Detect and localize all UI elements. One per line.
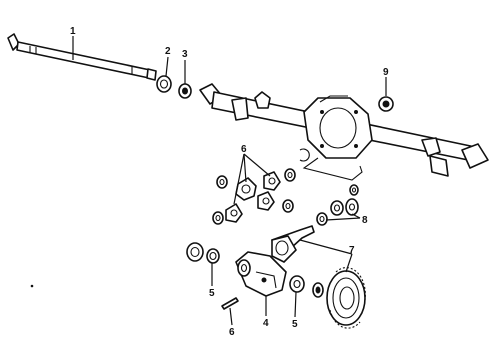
- callout-5-left: 5: [209, 288, 215, 299]
- differential-gear-set: [212, 168, 296, 225]
- callout-5-right: 5: [292, 319, 298, 330]
- carrier-bearing-left: [186, 242, 220, 264]
- pinion-seal: [378, 96, 394, 112]
- lock-ring: [299, 148, 310, 162]
- callout-6-pin: 6: [229, 327, 235, 338]
- axle-shaft: [7, 33, 157, 81]
- callout-1: 1: [70, 26, 76, 37]
- callout-9: 9: [383, 67, 389, 78]
- callout-4: 4: [263, 318, 269, 329]
- axle-seal: [178, 83, 192, 99]
- callout-8: 8: [362, 215, 368, 226]
- callout-3: 3: [182, 49, 188, 60]
- callout-6-gears: 6: [241, 144, 247, 155]
- stray-mark: [30, 284, 34, 288]
- ring-gear: [326, 267, 366, 329]
- callout-2: 2: [165, 46, 171, 57]
- differential-case: [235, 251, 287, 297]
- leader-lines: [72, 36, 387, 326]
- carrier-bearing-right: [289, 275, 324, 298]
- axle-bearing: [156, 75, 172, 93]
- drive-pinion: [271, 225, 315, 263]
- pinion-bearings: [316, 184, 359, 226]
- pinion-bracket: [302, 157, 363, 181]
- axle-housing: [199, 83, 489, 177]
- callout-7: 7: [349, 245, 355, 256]
- cross-shaft-pin: [221, 297, 239, 310]
